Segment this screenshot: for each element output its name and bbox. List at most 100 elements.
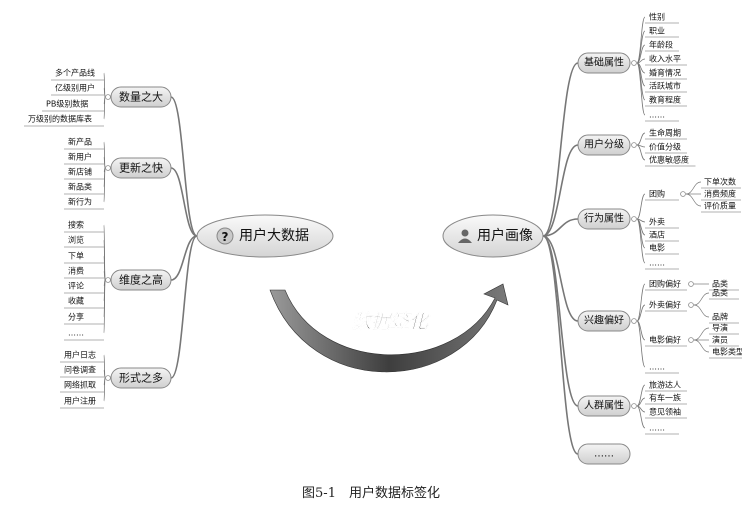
question-icon	[216, 227, 234, 245]
group-node	[110, 367, 172, 389]
collapse-marker-icon	[631, 318, 637, 324]
collapse-marker-icon	[105, 94, 111, 100]
group-node	[110, 157, 172, 179]
arrow-label: 数据签化	[352, 311, 431, 333]
connector-line	[693, 327, 710, 341]
leaf-label: 性别	[649, 12, 665, 22]
leaf-label: 下单次数	[704, 177, 736, 187]
collapse-marker-icon	[105, 165, 111, 171]
leaf-label: 婚育情况	[649, 68, 681, 78]
connector-line	[636, 193, 646, 220]
connector-line	[542, 235, 579, 322]
connector-line	[542, 235, 579, 455]
group-node-label: 形式之多	[119, 371, 163, 385]
collapse-marker-icon	[105, 277, 111, 283]
connector-line	[103, 167, 106, 203]
center-node-left	[196, 214, 334, 258]
leaf-label: ……	[649, 363, 665, 372]
leaf-label: 酒店	[649, 230, 665, 240]
leaf-label: 品类	[712, 288, 728, 298]
collapse-marker-icon	[631, 142, 637, 148]
leaf-label: 电影类型	[712, 347, 742, 357]
group-node	[577, 134, 631, 156]
connector-line	[542, 218, 579, 237]
leaf-label: 下单	[68, 251, 84, 261]
leaf-label: 问卷调查	[64, 365, 96, 375]
connector-line	[542, 62, 579, 237]
leaf-label: 消费频度	[704, 189, 736, 199]
leaf-label: 外卖	[649, 217, 665, 227]
group-node-label: 行为属性	[584, 212, 624, 225]
group-node-label: 用户分级	[584, 138, 624, 151]
leaf-label: 品牌	[712, 312, 728, 322]
connector-line	[636, 132, 646, 146]
collapse-marker-icon	[631, 403, 637, 409]
group-node-label: 数量之大	[119, 90, 163, 104]
connector-line	[636, 320, 646, 368]
leaf-label: 新行为	[68, 197, 92, 207]
person-icon	[458, 238, 472, 243]
collapse-marker-icon	[688, 337, 694, 343]
leaf-label: 评价质量	[704, 201, 736, 211]
leaf-label: 年龄段	[649, 40, 673, 50]
connector-line	[693, 339, 710, 353]
person-icon	[461, 229, 469, 237]
question-icon: ?	[222, 230, 229, 244]
leaf-label: 多个产品线	[55, 68, 95, 78]
leaf-label: 电影偏好	[649, 335, 681, 345]
center-node-left-label: 用户大数据	[239, 227, 309, 244]
group-node-label: ……	[594, 449, 614, 460]
connector-line	[636, 62, 646, 116]
leaf-label: 团购偏好	[649, 279, 681, 289]
leaf-label: 团购	[649, 189, 665, 199]
connector-line	[542, 235, 579, 407]
leaf-label: 新品类	[68, 182, 92, 192]
leaf-label: 品类	[712, 279, 728, 289]
center-node-right	[442, 214, 544, 258]
connector-line	[636, 283, 646, 322]
leaf-label: ……	[68, 329, 84, 338]
group-node	[110, 86, 172, 108]
leaf-label: 活跃城市	[649, 81, 681, 91]
connector-line	[542, 144, 579, 237]
transform-arrow	[269, 283, 509, 373]
group-node-label: 兴趣偏好	[584, 314, 624, 327]
leaf-label: 外卖偏好	[649, 300, 681, 310]
group-node	[577, 395, 631, 417]
leaf-label: 搜索	[68, 220, 84, 230]
connector-line	[636, 304, 646, 322]
leaf-label: 新店铺	[68, 167, 92, 177]
group-node-label: 维度之高	[119, 273, 163, 287]
group-node-label: 更新之快	[119, 161, 163, 175]
leaf-label: 亿级别用户	[55, 83, 95, 93]
connector-line	[170, 167, 198, 237]
leaf-label: 评论	[68, 281, 84, 291]
leaf-label: 意见领袖	[649, 407, 681, 417]
connector-line	[170, 96, 198, 237]
group-node-label: 人群属性	[584, 399, 624, 412]
connector-line	[636, 405, 646, 429]
leaf-label: 用户注册	[64, 396, 96, 406]
figure-caption: 图5-1 用户数据标签化	[302, 486, 440, 501]
center-node-right-label: 用户画像	[477, 227, 533, 244]
leaf-label: 收入水平	[649, 54, 681, 64]
leaf-label: PB级别数据	[46, 99, 88, 109]
leaf-label: 有车一族	[649, 393, 681, 403]
group-node	[577, 310, 631, 332]
leaf-label: 收藏	[68, 296, 84, 306]
group-node-label: 基础属性	[584, 56, 624, 69]
connector-line	[170, 235, 198, 281]
collapse-marker-icon	[631, 216, 637, 222]
leaf-label: 演员	[712, 335, 728, 345]
connector-line	[103, 96, 106, 120]
connector-line	[693, 304, 710, 318]
leaf-label: 新产品	[68, 137, 92, 147]
leaf-label: 浏览	[68, 235, 84, 245]
leaf-label: 新用户	[68, 152, 92, 162]
leaf-label: 电影	[649, 243, 665, 253]
leaf-label: 导演	[712, 323, 728, 333]
leaf-label: 万级别的数据库表	[28, 114, 92, 124]
